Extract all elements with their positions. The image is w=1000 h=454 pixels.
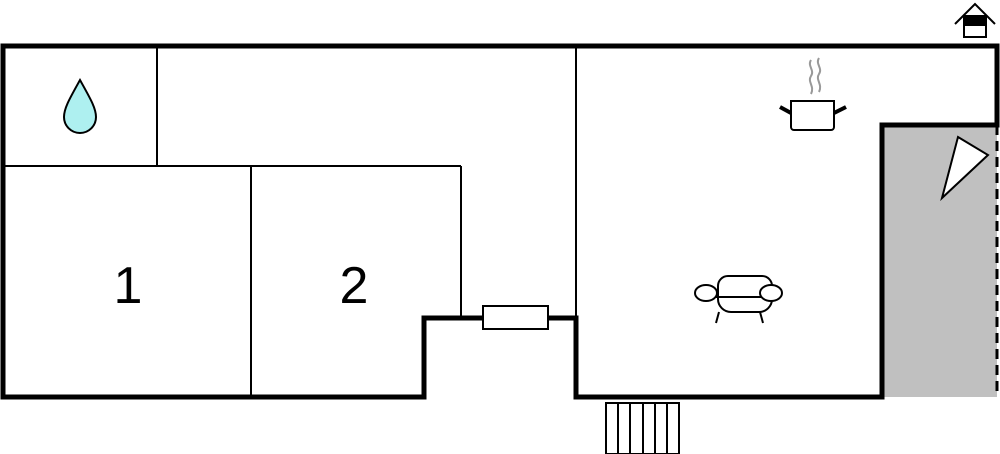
house-orientation-icon bbox=[954, 2, 996, 38]
interior-walls bbox=[3, 46, 577, 397]
water-drop-icon bbox=[62, 77, 98, 134]
window bbox=[482, 305, 549, 330]
sofa-icon bbox=[694, 275, 783, 324]
exterior-walls bbox=[0, 43, 1000, 400]
terrace-area bbox=[882, 125, 997, 397]
cooking-pot-icon bbox=[779, 57, 847, 131]
entrance-stairs bbox=[605, 402, 680, 454]
room-label-1: 1 bbox=[114, 257, 143, 315]
parasol-icon bbox=[940, 135, 990, 202]
room-label-2: 2 bbox=[340, 257, 369, 315]
